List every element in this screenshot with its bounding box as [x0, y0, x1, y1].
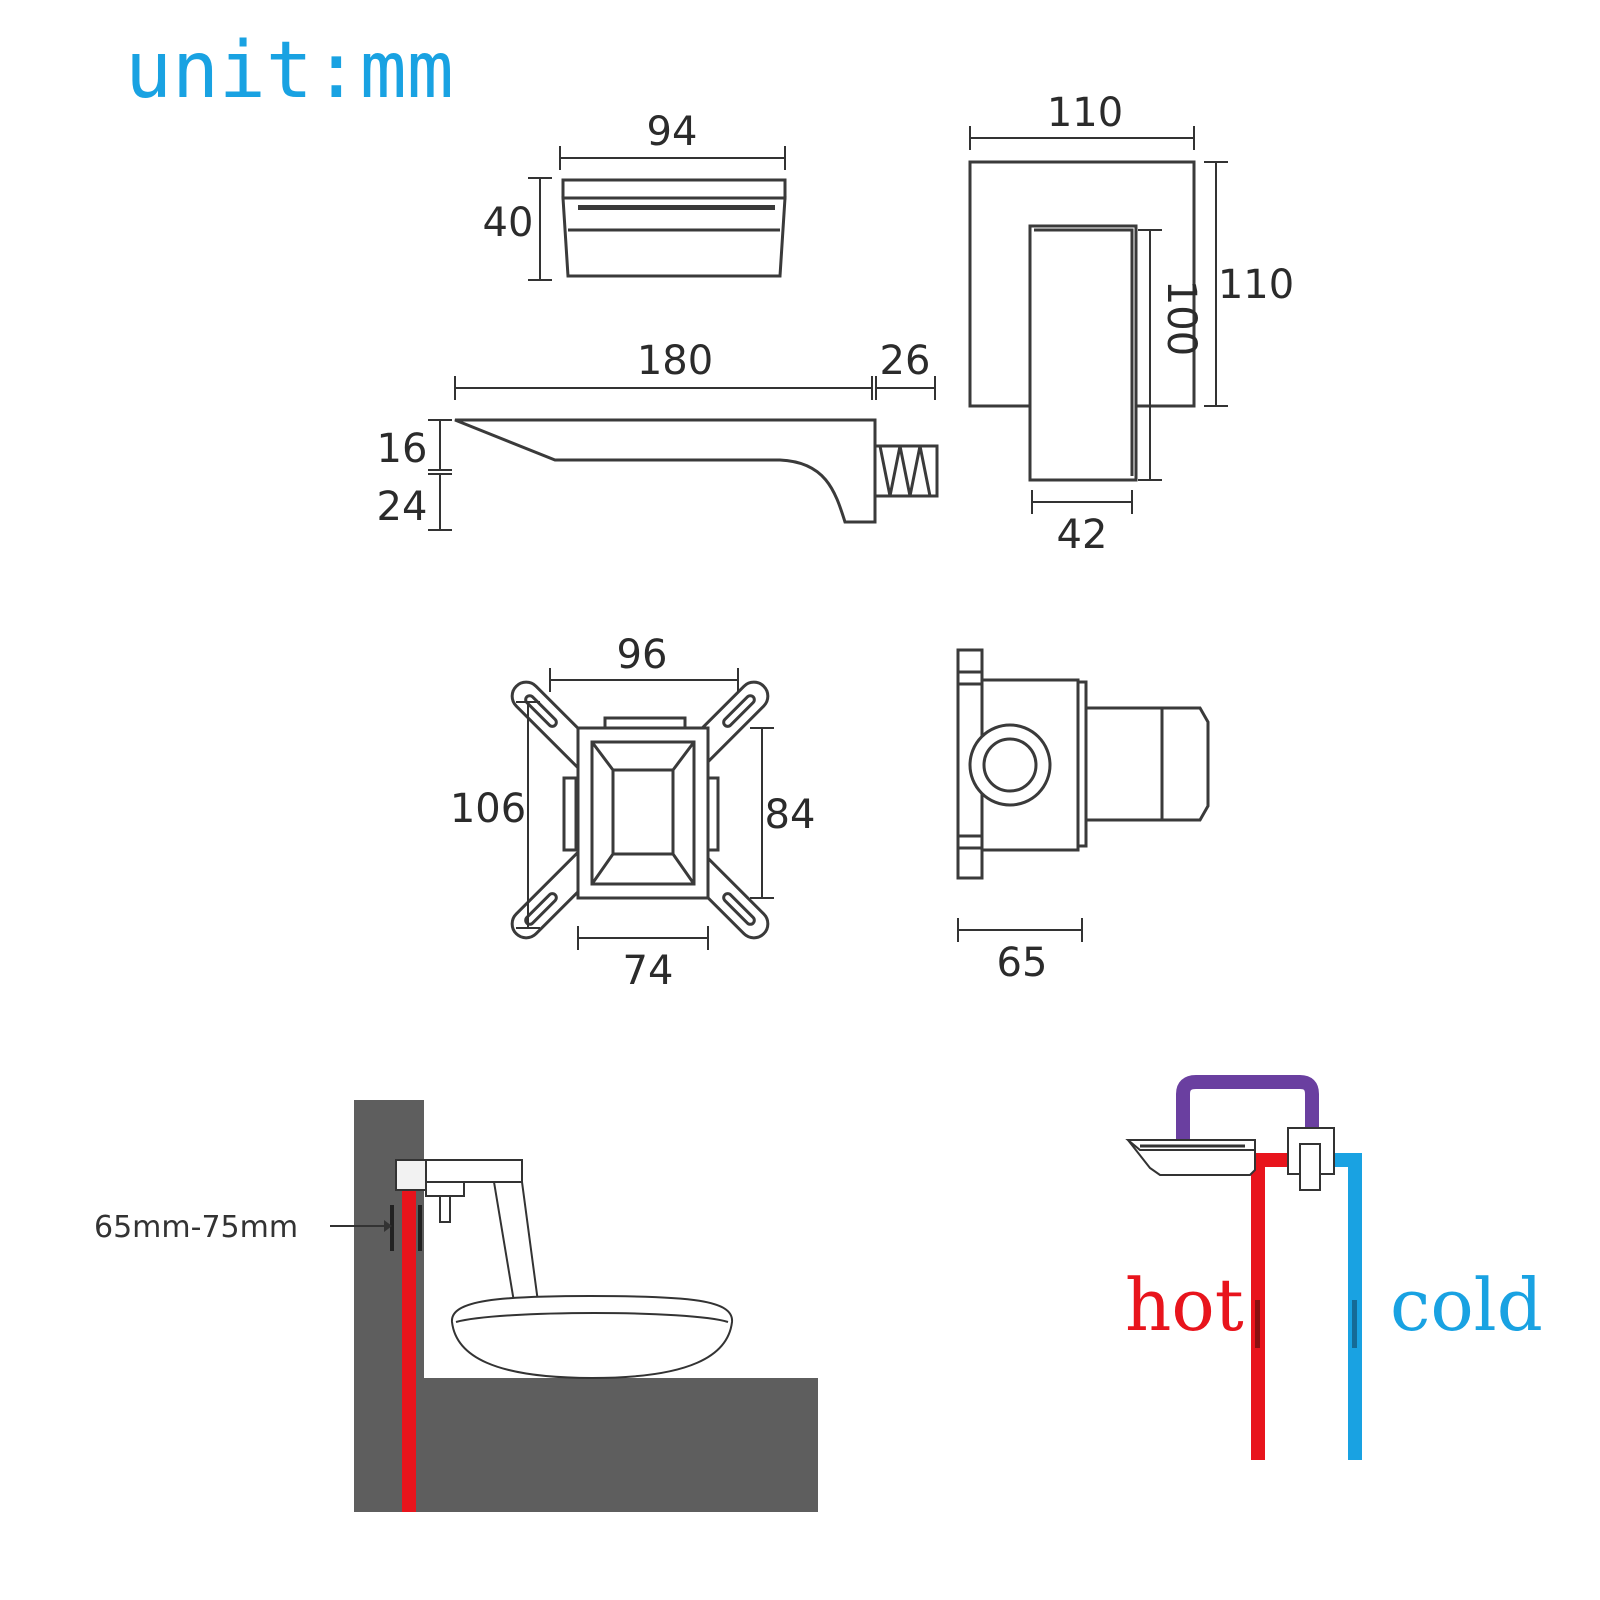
- dim-spout-top-height: 40: [483, 177, 552, 281]
- install-depth-note: 65mm-75mm: [94, 1210, 298, 1245]
- mounted-handle: [425, 1159, 523, 1183]
- basin: [450, 1294, 734, 1380]
- dim-spout-top-width: 94: [559, 109, 786, 170]
- mix-pipe: [1176, 1075, 1319, 1152]
- label-24: 24: [377, 484, 428, 530]
- dim-handle-width: 42: [1031, 490, 1133, 558]
- handle-plate-view: [968, 160, 1196, 482]
- hot-pipe-in-wall: [402, 1180, 416, 1512]
- dim-plate-height: 110: [1204, 161, 1294, 407]
- label-110-top: 110: [1047, 90, 1123, 136]
- dim-box-outer-height: 106: [450, 701, 540, 929]
- cold-pipe: [1330, 1153, 1362, 1460]
- dim-spout-tip-height: 16: [377, 419, 452, 472]
- dim-plate-width: 110: [969, 90, 1195, 150]
- wall-valve: [395, 1159, 427, 1191]
- dim-box-inner-width: 74: [577, 926, 709, 994]
- hot-label: hot: [1125, 1263, 1244, 1347]
- water-stream: [492, 1181, 540, 1303]
- label-42: 42: [1057, 512, 1108, 558]
- unit-title: unit:mm: [125, 26, 454, 116]
- installation-illustration: 65mm-75mm: [94, 1100, 818, 1512]
- dim-spout-length: 180: [454, 338, 873, 400]
- spout-top-view: [561, 178, 787, 278]
- spout-side-view: [454, 418, 939, 524]
- label-65: 65: [997, 940, 1048, 986]
- dim-handle-height: 100: [1138, 229, 1204, 481]
- label-96: 96: [617, 632, 668, 678]
- label-74: 74: [623, 948, 674, 994]
- label-106: 106: [450, 786, 526, 832]
- label-16: 16: [377, 426, 428, 472]
- label-110-side: 110: [1218, 262, 1294, 308]
- countertop: [424, 1378, 818, 1512]
- label-84: 84: [765, 792, 816, 838]
- label-180: 180: [637, 338, 713, 384]
- label-26: 26: [880, 338, 931, 384]
- hot-pipe: [1251, 1153, 1290, 1460]
- dim-spout-body-height: 24: [377, 473, 452, 531]
- valve-box-side-view: [956, 648, 1210, 880]
- pipe-schematic: hot cold: [1125, 1075, 1543, 1460]
- label-94: 94: [647, 109, 698, 155]
- label-100: 100: [1158, 280, 1204, 356]
- dim-valve-depth: 65: [957, 918, 1083, 986]
- valve-box-front-view: [510, 680, 770, 940]
- mixer-handle: [1299, 1143, 1321, 1191]
- label-40: 40: [483, 200, 534, 246]
- cold-label: cold: [1390, 1263, 1543, 1347]
- dim-box-outer-width: 96: [549, 632, 739, 692]
- dim-box-inner-height: 84: [750, 727, 816, 899]
- dim-thread-length: 26: [875, 338, 936, 400]
